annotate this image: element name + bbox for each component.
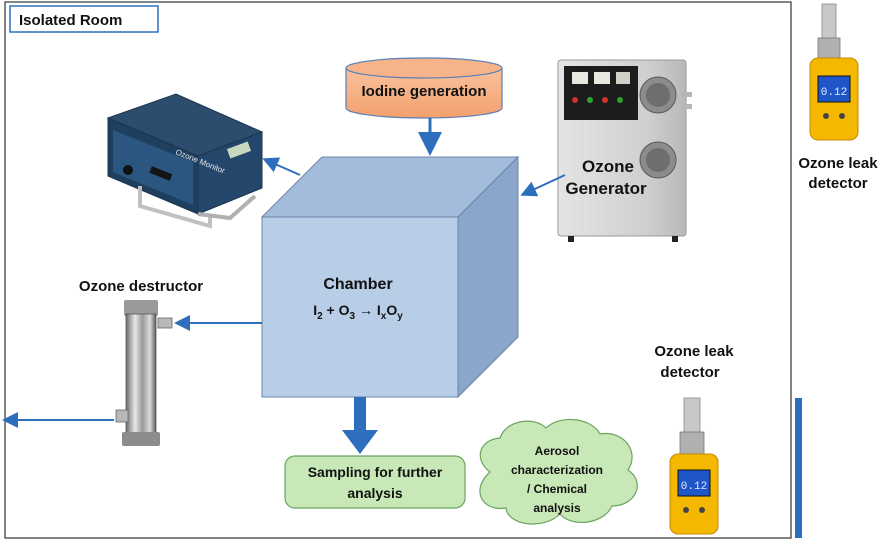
room-label-box [9,5,159,33]
ozone-generator-device: Ozone Generator [557,59,692,242]
ozone-destructor-device [115,300,173,446]
leak-detector-bottom-device: 0.12 [669,397,719,535]
iodine-generation-label: Iodine generation [361,83,486,100]
chamber-title: Chamber [323,276,392,293]
wall-bar [795,398,802,538]
leak-detector-top-label-line1: Ozone leak [798,155,878,172]
chamber-cube: Chamber I2 + O3 → IxOy [260,155,520,399]
sampling-box [284,455,466,509]
chamber-to-monitor-arrow [262,157,301,176]
sampling-label-line1: Sampling for further [308,464,443,480]
leak-detector-top-device: 0.12 [809,3,859,141]
aerosol-cloud [479,418,638,525]
leak-detector-top-screen: 0.12 [821,87,847,99]
cloud-line4: analysis [533,501,581,515]
isolated-room-border [4,1,792,539]
ozone-monitor-device: Ozone Monitor [106,93,264,229]
leak-detector-bottom-label-line1: Ozone leak [654,343,734,360]
ozone-generator-label-line2: Generator [565,179,647,198]
cloud-line3: / Chemical [527,482,587,496]
chamber-to-sampling-arrow [342,397,378,454]
ozone-generator-label-line1: Ozone [582,157,634,176]
leak-detector-bottom-label-line2: detector [660,364,719,381]
ozone-destructor-label: Ozone destructor [79,278,203,295]
cloud-line1: Aerosol [535,444,580,458]
leak-detector-bottom-screen: 0.12 [681,481,707,493]
room-label: Isolated Room [19,12,122,29]
sampling-label-line2: analysis [347,485,402,501]
cloud-line2: characterization [511,463,603,477]
chamber-reaction: I2 + O3 → IxOy [313,302,403,322]
generator-to-chamber-arrow [520,174,566,197]
leak-detector-top-label-line2: detector [808,175,867,192]
iodine-generation-cylinder: Iodine generation [345,57,503,119]
